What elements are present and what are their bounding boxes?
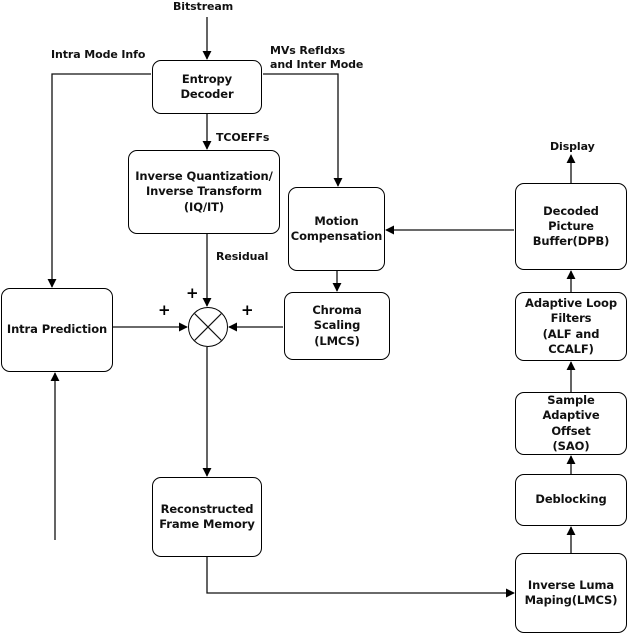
node-label: Decoded Picture Buffer(DPB) [532, 203, 610, 249]
node-intra-prediction[interactable]: Intra Prediction [1, 288, 113, 372]
node-label: Sample Adaptive Offset (SAO) [542, 393, 600, 453]
node-label: Chroma Scaling (LMCS) [312, 303, 362, 348]
label-bitstream: Bitstream [173, 0, 234, 13]
node-label: Inverse Luma Maping(LMCS) [524, 577, 618, 607]
node-label: Reconstructed Frame Memory [159, 501, 255, 531]
node-reconstructed-frame-memory[interactable]: Reconstructed Frame Memory [152, 477, 262, 557]
label-intra-mode-info: Intra Mode Info [51, 48, 146, 61]
label-residual: Residual [216, 250, 269, 263]
node-adaptive-loop-filters[interactable]: Adaptive Loop Filters (ALF and CCALF) [515, 292, 627, 361]
plus-sign-top: + [186, 284, 199, 302]
node-sample-adaptive-offset[interactable]: Sample Adaptive Offset (SAO) [515, 392, 627, 455]
node-label: Intra Prediction [6, 322, 108, 337]
wire-reconstructed-frame-memory-to-inverse-luma-mapping [206, 557, 515, 598]
node-inverse-luma-mapping[interactable]: Inverse Luma Maping(LMCS) [515, 553, 627, 633]
node-inverse-quantization-transform[interactable]: Inverse Quantization/ Inverse Transform … [128, 150, 280, 234]
node-label: Deblocking [535, 492, 607, 507]
plus-sign-right: + [241, 301, 254, 319]
node-label: Inverse Quantization/ Inverse Transform … [135, 169, 273, 214]
summation-node [188, 307, 228, 347]
label-mvs-refidxs-inter-mode: MVs RefIdxs and Inter Mode [270, 44, 364, 72]
node-motion-compensation[interactable]: Motion Compensation [288, 187, 385, 271]
node-decoded-picture-buffer[interactable]: Decoded Picture Buffer(DPB) [515, 183, 627, 270]
summation-cross-icon [194, 313, 222, 341]
node-label: Adaptive Loop Filters (ALF and CCALF) [525, 296, 617, 356]
node-label: Motion Compensation [290, 213, 383, 243]
node-chroma-scaling[interactable]: Chroma Scaling (LMCS) [284, 292, 390, 360]
node-deblocking[interactable]: Deblocking [515, 474, 627, 526]
node-label: Entropy Decoder [180, 71, 234, 101]
node-entropy-decoder[interactable]: Entropy Decoder [152, 60, 262, 114]
plus-sign-left: + [158, 301, 171, 319]
label-tcoeffs: TCOEFFs [216, 131, 270, 144]
label-display: Display [550, 140, 595, 153]
